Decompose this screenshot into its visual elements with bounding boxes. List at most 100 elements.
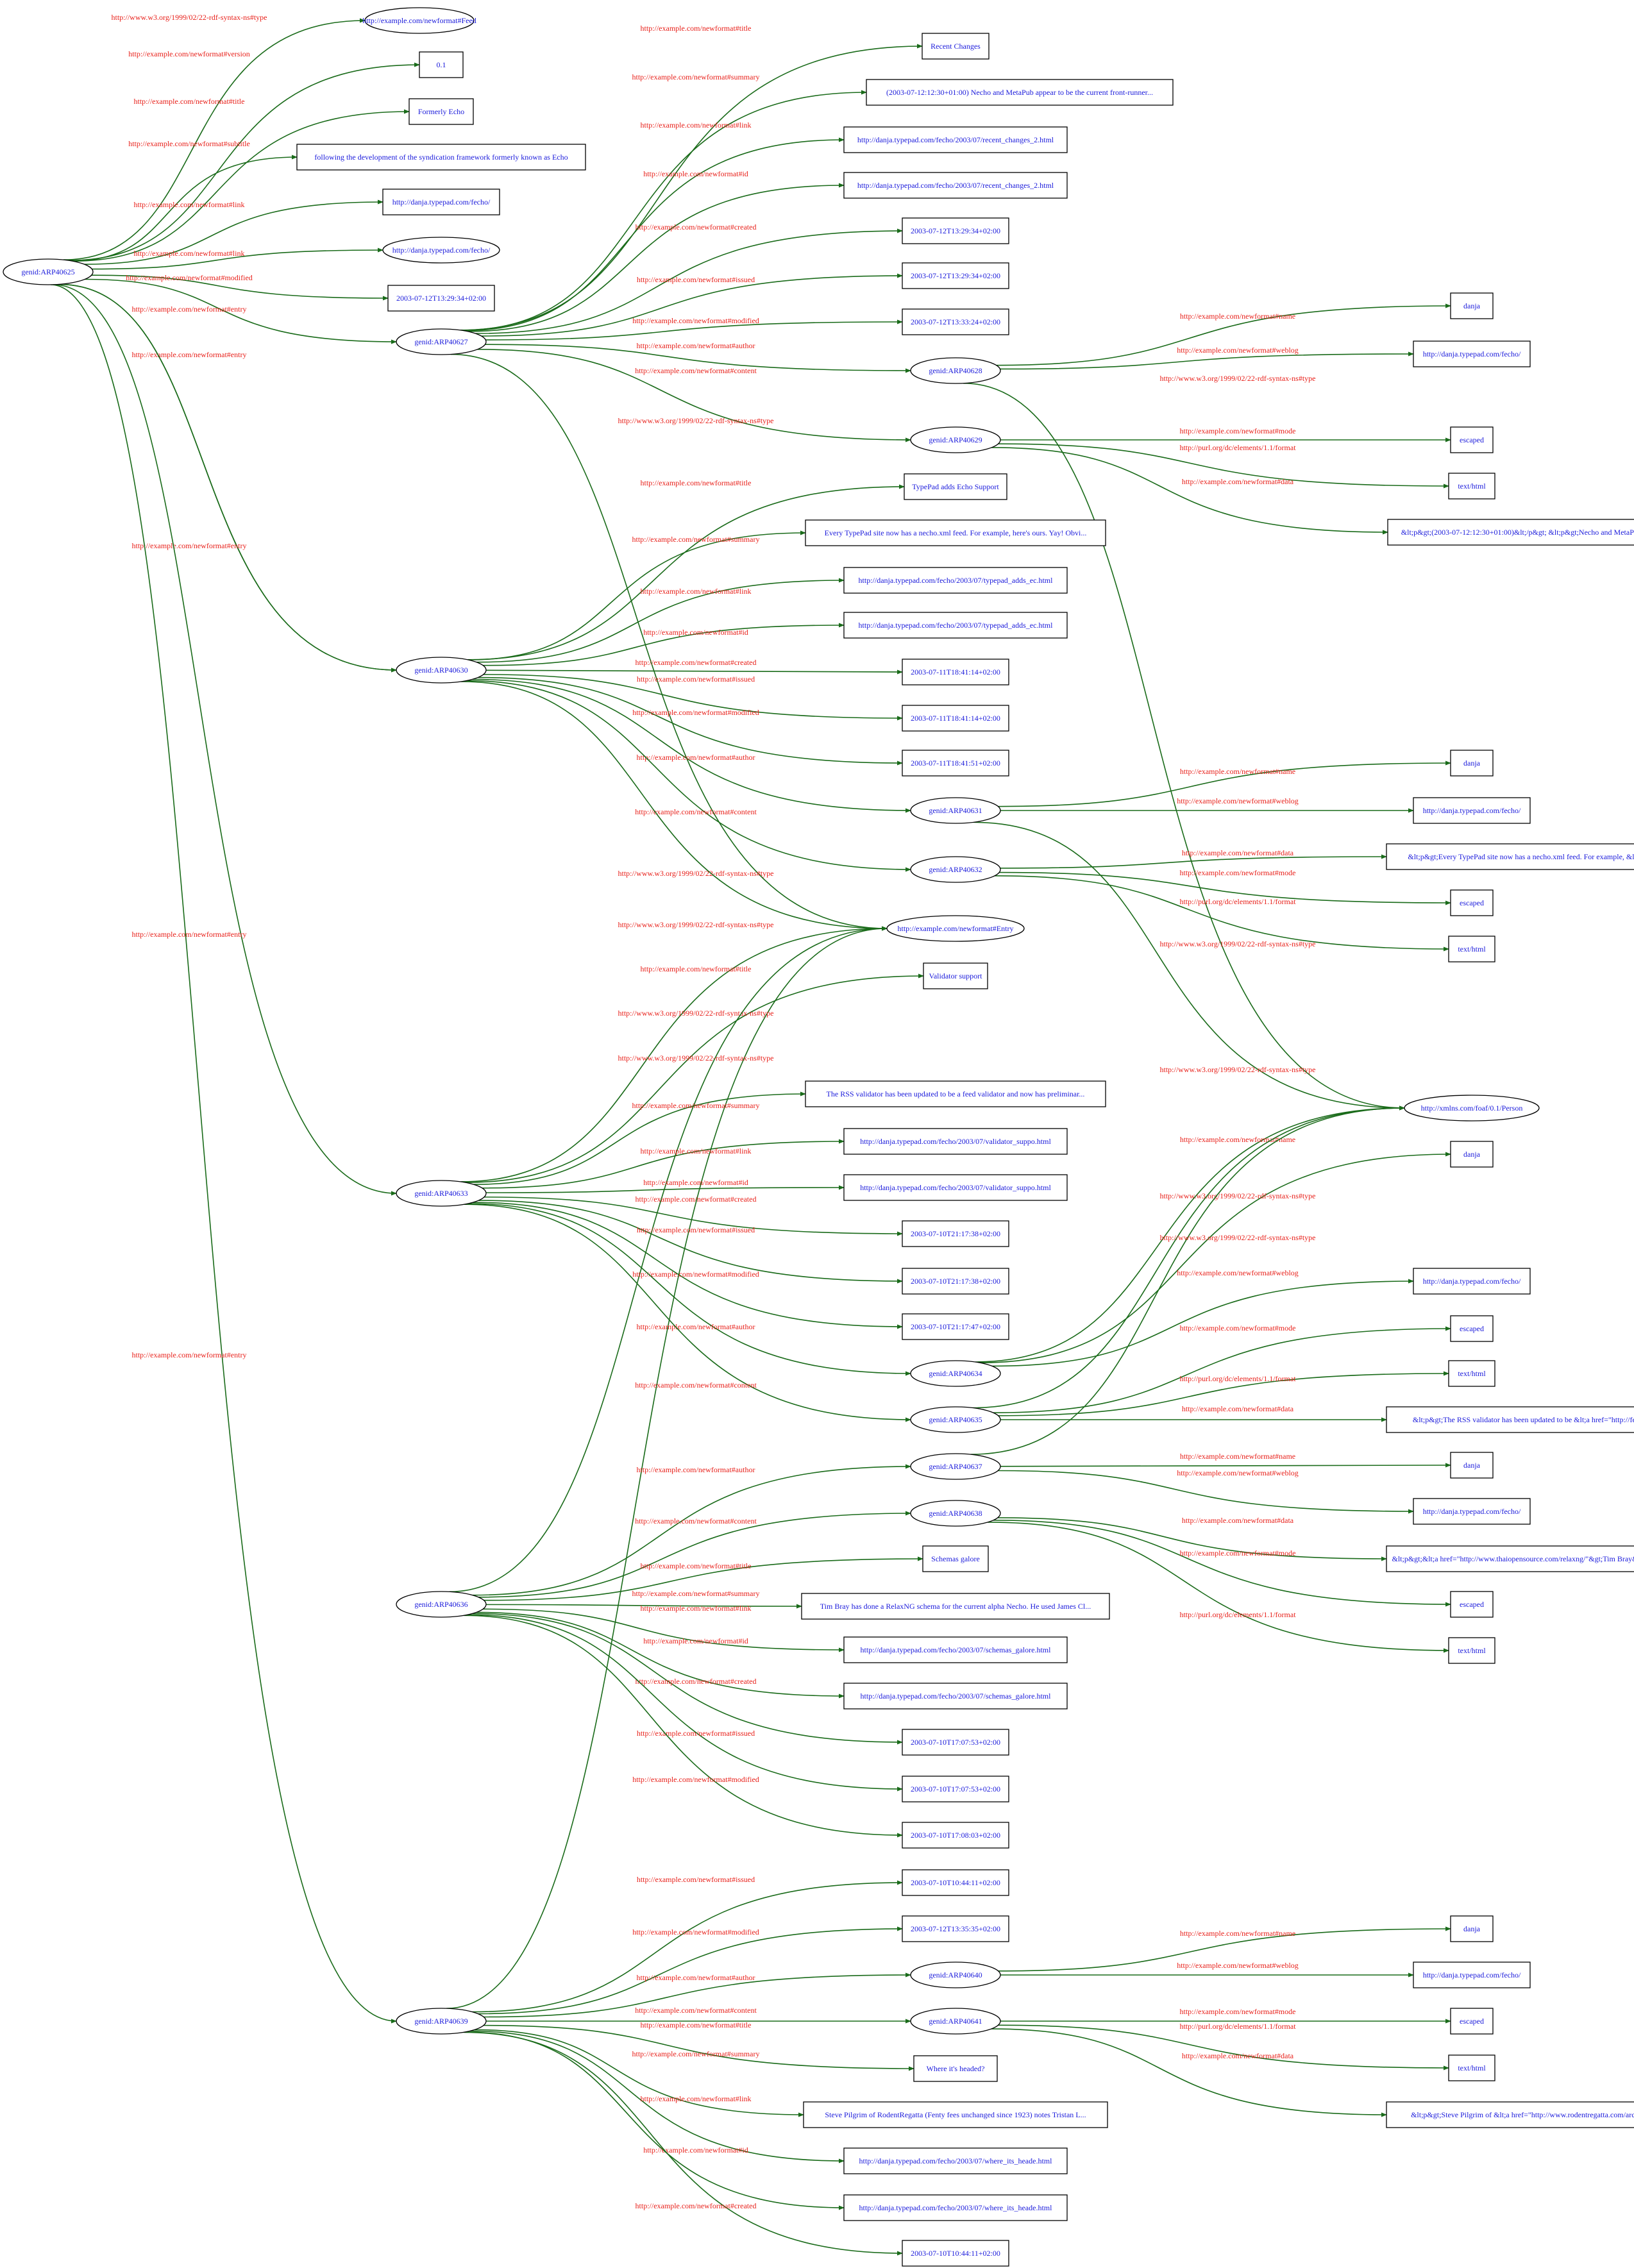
- edge-label: http://example.com/newformat#author: [637, 1322, 755, 1331]
- edge-a634-n634: [979, 1152, 1451, 1363]
- resource-node-lk2: http://danja.typepad.com/fecho/: [382, 237, 500, 264]
- edge-label: http://example.com/newformat#version: [128, 49, 250, 58]
- edge-a635-person: [972, 1105, 1405, 1409]
- edge-label: http://example.com/newformat#issued: [637, 275, 755, 284]
- edge-a625-mod0: [91, 274, 389, 301]
- edge-label: http://example.com/newformat#name: [1180, 312, 1295, 321]
- edge-a628-w628: [1000, 351, 1414, 370]
- edge-a625-a630: [58, 283, 397, 673]
- node-label: &lt;p&gt;&lt;a href="http://www.thaiopen…: [1392, 1554, 1634, 1563]
- edge-label: http://example.com/newformat#id: [643, 1636, 748, 1645]
- edge-label: http://example.com/newformat#entry: [132, 930, 247, 939]
- node-label: 2003-07-10T17:07:53+02:00: [911, 1785, 1000, 1793]
- edge-label: http://example.com/newformat#mode: [1180, 426, 1296, 435]
- node-shape: [1450, 1452, 1494, 1479]
- node-label: genid:ARP40625: [21, 267, 74, 276]
- node-label: http://danja.typepad.com/fecho/2003/07/s…: [861, 1692, 1052, 1701]
- edge-label: http://purl.org/dc/elements/1.1/format: [1179, 1610, 1296, 1619]
- node-label: (2003-07-12:12:30+01:00) Necho and MetaP…: [886, 88, 1153, 97]
- node-label: &lt;p&gt;Every TypePad site now has a ne…: [1408, 852, 1634, 861]
- resource-node-feed: http://example.com/newformat#Feed: [362, 7, 476, 34]
- literal-node-mo638: escaped: [1450, 1591, 1494, 1618]
- node-label: 2003-07-10T17:07:53+02:00: [911, 1738, 1000, 1747]
- edge-label: http://example.com/newformat#link: [641, 121, 752, 130]
- node-label: genid:ARP40631: [929, 806, 982, 815]
- edge-a633-a634: [467, 1203, 911, 1376]
- node-label: 2003-07-10T10:44:11+02:00: [911, 1878, 1000, 1887]
- node-shape: [913, 2055, 998, 2082]
- literal-node-is4: 2003-07-10T17:07:53+02:00: [902, 1776, 1009, 1802]
- node-shape: [843, 567, 1068, 594]
- literal-node-m2: 2003-07-11T18:41:51+02:00: [902, 750, 1009, 777]
- edge-a634-person: [975, 1105, 1405, 1363]
- edge-label: http://example.com/newformat#link: [641, 587, 752, 596]
- edge-a632-d632: [1000, 854, 1387, 869]
- resource-node-a636: genid:ARP40636: [396, 1591, 487, 1618]
- resource-node-a628: genid:ARP40628: [910, 357, 1001, 384]
- node-shape: [1450, 1591, 1494, 1618]
- edge-a633-s3: [473, 1091, 806, 1185]
- edge-a625-lk1: [84, 199, 383, 265]
- node-shape: [843, 1636, 1068, 1663]
- node-shape: [1404, 1095, 1540, 1121]
- edge-a630-l2: [476, 578, 845, 663]
- node-shape: [902, 1268, 1009, 1295]
- edge-label: http://example.com/newformat#data: [1182, 477, 1294, 486]
- literal-node-n637: danja: [1450, 1452, 1494, 1479]
- edge-label: http://example.com/newformat#subtitle: [128, 139, 250, 148]
- node-shape: [396, 1591, 487, 1618]
- literal-node-n634: danja: [1450, 1141, 1494, 1168]
- edge-label: http://example.com/newformat#summary: [632, 1101, 760, 1110]
- node-label: genid:ARP40640: [929, 1970, 982, 1979]
- literal-node-m1: 2003-07-12T13:33:24+02:00: [902, 308, 1009, 335]
- node-shape: [843, 2147, 1068, 2174]
- node-shape: [902, 308, 1009, 335]
- edge-label: http://example.com/newformat#issued: [637, 675, 755, 684]
- node-shape: [902, 750, 1009, 777]
- edge-a627-entry: [450, 353, 888, 931]
- edge-a639-s5: [474, 2029, 804, 2117]
- node-shape: [902, 1869, 1009, 1896]
- node-shape: [1413, 797, 1531, 824]
- node-label: Formerly Echo: [418, 107, 464, 116]
- edge-a636-a637: [472, 1464, 911, 1596]
- literal-node-is1: 2003-07-12T13:29:34+02:00: [902, 262, 1009, 289]
- edge-label: http://example.com/newformat#title: [134, 97, 245, 106]
- node-label: escaped: [1460, 1600, 1484, 1609]
- node-label: http://danja.typepad.com/fecho/2003/07/r…: [857, 135, 1054, 144]
- node-label: genid:ARP40628: [929, 366, 982, 375]
- literal-node-n640: danja: [1450, 1915, 1494, 1942]
- node-label: danja: [1463, 1924, 1481, 1933]
- node-shape: [904, 473, 1007, 500]
- literal-node-fe: Formerly Echo: [408, 98, 474, 125]
- resource-node-a633: genid:ARP40633: [396, 1180, 487, 1207]
- node-shape: [910, 1406, 1001, 1433]
- node-shape: [843, 2194, 1068, 2221]
- edge-label: http://example.com/newformat#weblog: [1177, 1961, 1299, 1970]
- literal-node-w631: http://danja.typepad.com/fecho/: [1413, 797, 1531, 824]
- edge-label: http://example.com/newformat#data: [1182, 2051, 1294, 2060]
- node-label: 2003-07-10T10:44:11+02:00: [911, 2249, 1000, 2258]
- edge-label: http://example.com/newformat#author: [637, 1973, 755, 1982]
- node-label: danja: [1463, 1150, 1481, 1159]
- node-shape: [396, 657, 487, 684]
- resource-node-entry: http://example.com/newformat#Entry: [886, 915, 1025, 942]
- node-shape: [396, 328, 487, 355]
- node-label: http://danja.typepad.com/fecho/2003/07/v…: [860, 1137, 1051, 1146]
- node-label: TypePad adds Echo Support: [912, 482, 999, 491]
- edge-label: http://example.com/newformat#data: [1182, 1516, 1294, 1525]
- node-label: 2003-07-12T13:33:24+02:00: [911, 317, 1000, 326]
- edge-a636-a638: [478, 1511, 911, 1598]
- edge-label: http://example.com/newformat#modified: [632, 316, 759, 325]
- edge-label: http://example.com/newformat#name: [1180, 1135, 1295, 1144]
- edge-label: http://example.com/newformat#mode: [1180, 2007, 1296, 2016]
- edge-label: http://example.com/newformat#id: [643, 169, 748, 178]
- node-label: http://danja.typepad.com/fecho/: [392, 246, 491, 255]
- node-shape: [902, 217, 1009, 244]
- node-shape: [1450, 292, 1494, 319]
- edge-label: http://www.w3.org/1999/02/22-rdf-syntax-…: [618, 1054, 774, 1063]
- node-label: The RSS validator has been updated to be…: [827, 1089, 1085, 1098]
- node-shape: [1450, 426, 1494, 453]
- edge-a633-l3: [482, 1139, 845, 1189]
